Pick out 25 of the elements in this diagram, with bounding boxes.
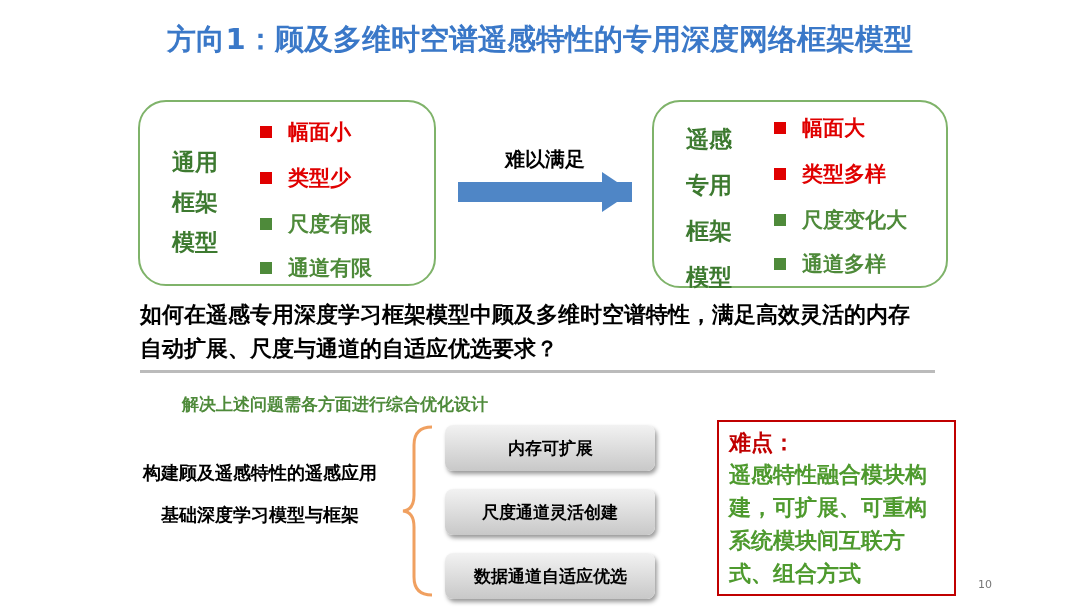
bullet-item: 通道多样 — [774, 250, 886, 278]
option-box: 数据通道自适应优选 — [445, 553, 655, 599]
slide-title: 方向1：顾及多维时空谱遥感特性的专用深度网络框架模型 — [166, 21, 914, 58]
difficulty-box — [717, 420, 956, 596]
page-number: 10 — [978, 578, 992, 591]
bullet-item: 尺度有限 — [260, 210, 372, 238]
box-text: 遥感特性融合模块构建，可扩展、可重构系统模块间互联方式、组合方式 — [729, 461, 928, 588]
panel-heading: 遥感专用框架模型 — [684, 125, 733, 292]
edge-label: 难以满足 — [503, 146, 586, 173]
block-arrow — [458, 172, 632, 212]
bullet-item: 类型少 — [260, 164, 351, 192]
bullet-item: 通道有限 — [260, 254, 372, 282]
rounded-panel — [138, 100, 436, 286]
bullet-item: 类型多样 — [774, 160, 886, 188]
option-box: 内存可扩展 — [445, 425, 655, 471]
panel-heading: 通用框架模型 — [170, 148, 219, 257]
bullet-item: 幅面大 — [774, 114, 865, 142]
question-text: 如何在遥感专用深度学习框架模型中顾及多维时空谱特性，满足高效灵活的内存自动扩展、尺度与通道的自适应优选要求？ — [140, 301, 911, 363]
goal-text: 构建顾及遥感特性的遥感应用基础深度学习模型与框架 — [141, 461, 378, 527]
subheading: 解决上述问题需各方面进行综合优化设计 — [182, 393, 488, 416]
bullet-item: 幅面小 — [260, 118, 351, 146]
bullet-item: 尺度变化大 — [774, 206, 907, 234]
option-box: 尺度通道灵活创建 — [445, 489, 655, 535]
rounded-panel — [652, 100, 948, 288]
box-heading: 难点： — [729, 429, 796, 457]
